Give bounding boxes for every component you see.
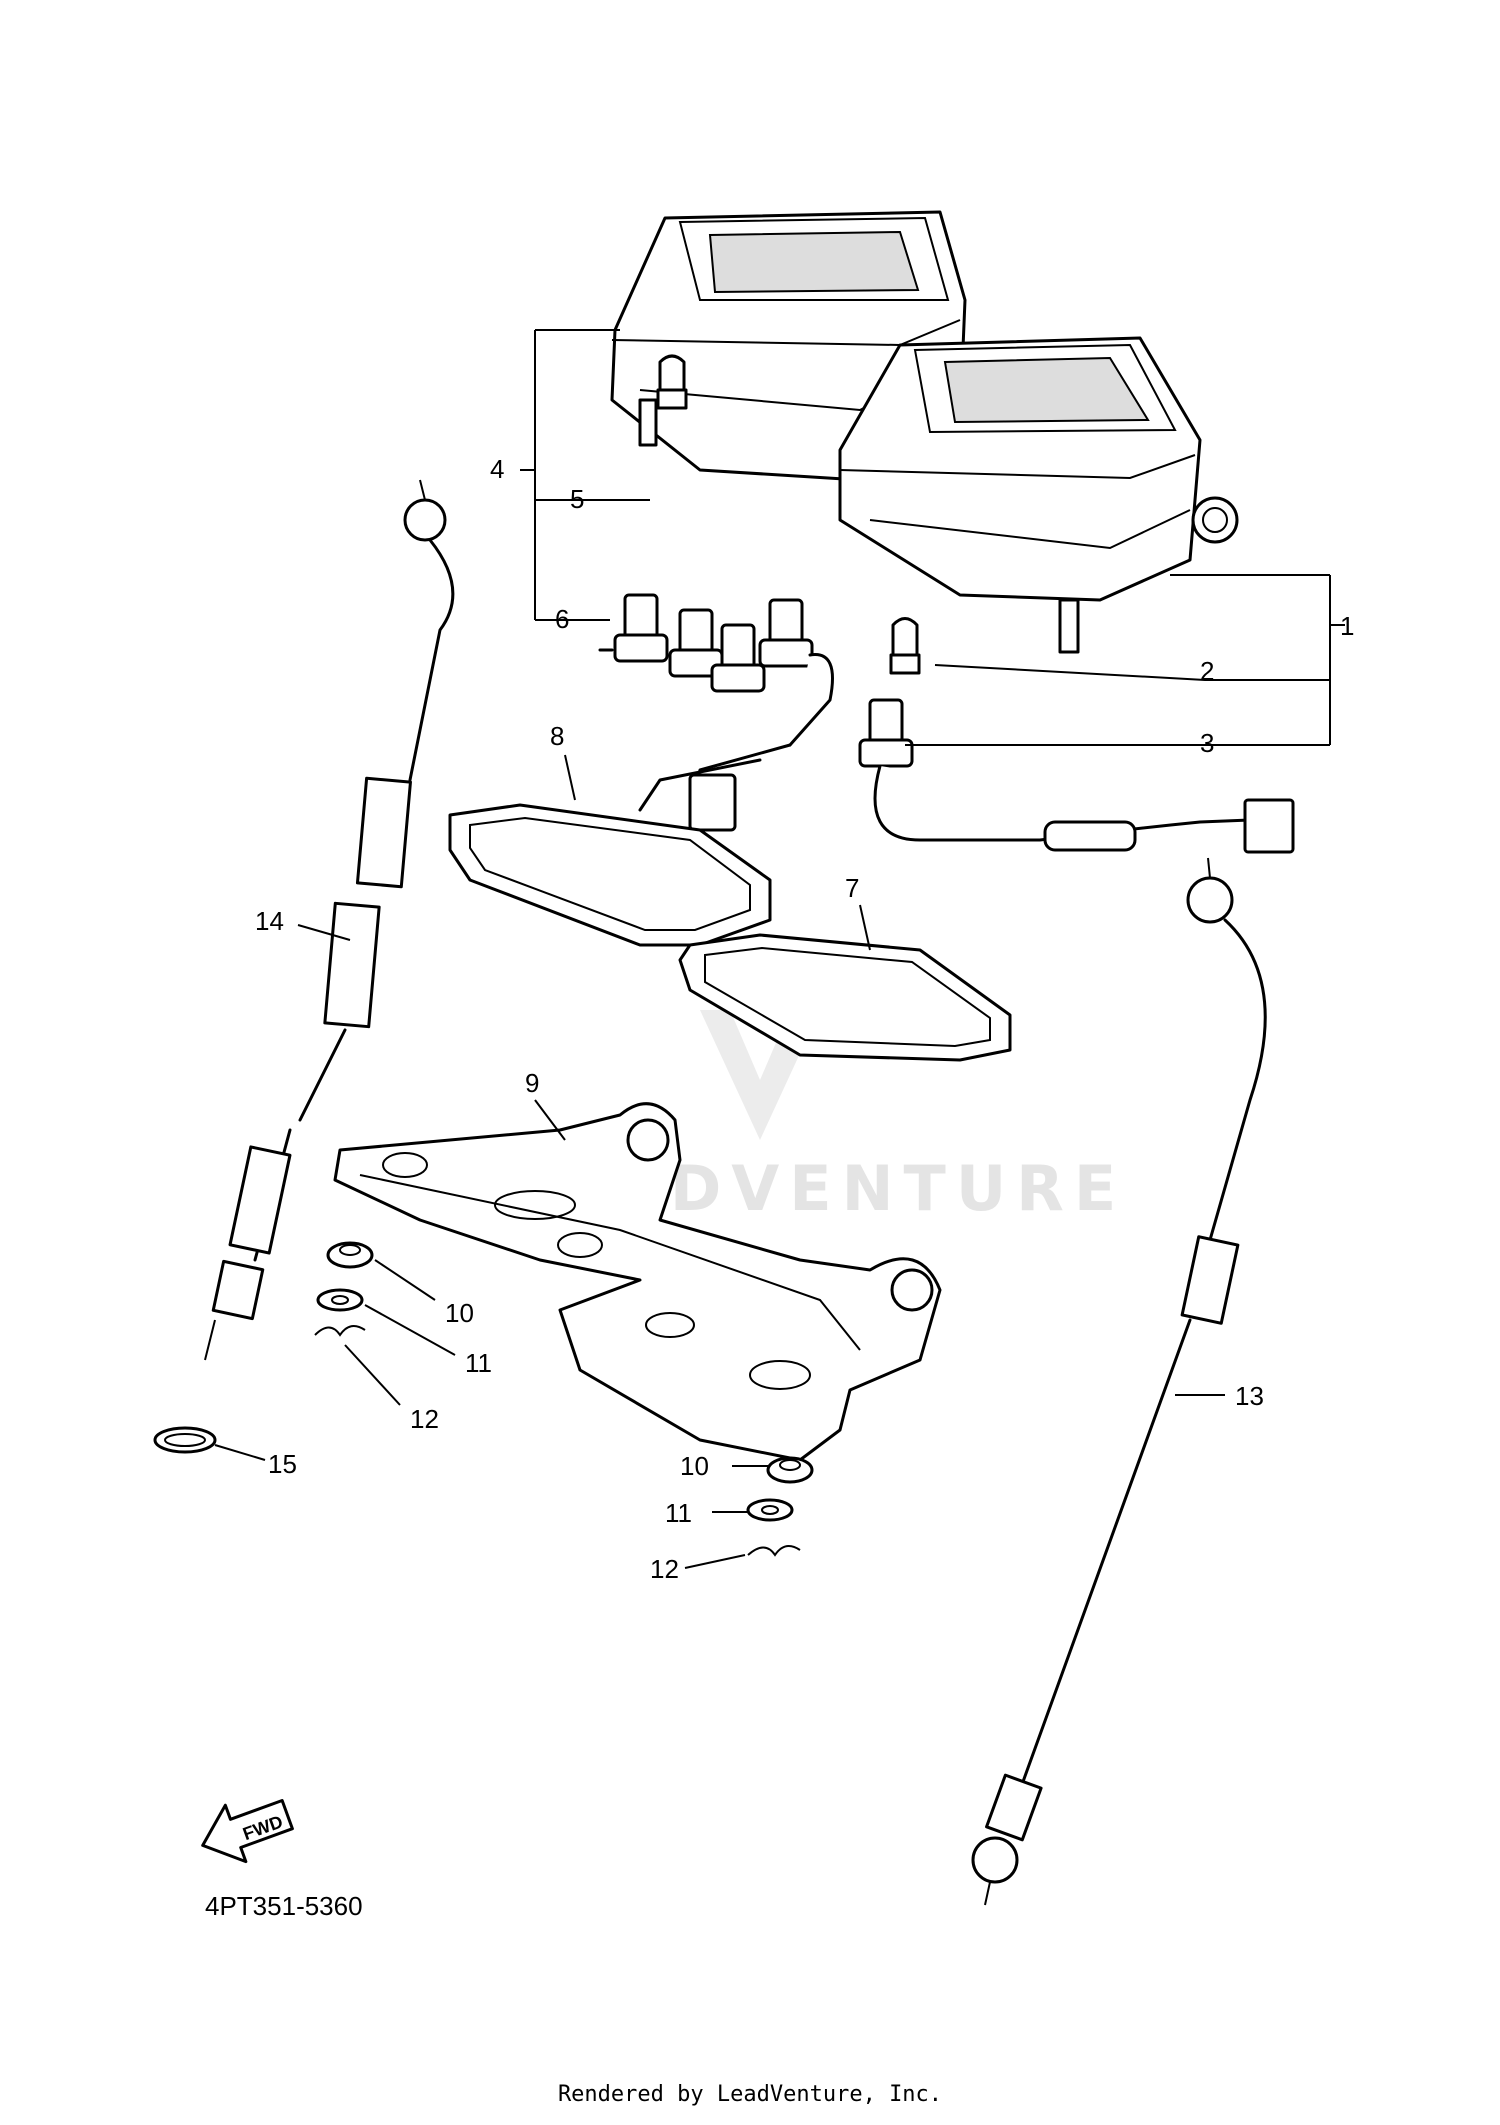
callout-2: 2 (1200, 656, 1214, 686)
clip-12-lower[interactable] (747, 1545, 801, 1557)
callout-10-lower: 10 (680, 1451, 709, 1481)
leader-lines (214, 329, 1345, 1569)
callout-9: 9 (525, 1068, 539, 1098)
callout-14: 14 (255, 906, 284, 936)
callout-13: 13 (1235, 1381, 1264, 1411)
callout-12-upper: 12 (410, 1404, 439, 1434)
gasket-7[interactable] (678, 933, 1012, 1062)
footer-credit: Rendered by LeadVenture, Inc. (557, 2082, 943, 2107)
bracket-9[interactable] (333, 1102, 942, 1462)
callout-3: 3 (1200, 728, 1214, 758)
clip-12-upper[interactable] (314, 1325, 366, 1337)
grommet-10-lower[interactable] (766, 1456, 814, 1484)
callout-4: 4 (490, 454, 504, 484)
callout-labels: 1 2 3 4 5 6 7 8 9 10 11 12 10 11 12 13 1… (255, 454, 1354, 1584)
callout-8: 8 (550, 721, 564, 751)
bulb-5[interactable] (656, 354, 688, 410)
washer-11-upper[interactable] (316, 1288, 364, 1312)
meter-assembly-right[interactable] (838, 336, 1239, 654)
callout-1: 1 (1340, 611, 1354, 641)
callout-12-lower: 12 (650, 1554, 679, 1584)
callout-11-lower: 11 (665, 1498, 692, 1528)
fwd-arrow-icon: FWD (201, 1799, 294, 1864)
cable-13[interactable] (971, 857, 1267, 1906)
diagram-code: 4PT351-5360 (205, 1891, 363, 1921)
bulb-2[interactable] (889, 617, 921, 675)
socket-cord-6[interactable] (598, 593, 834, 832)
callout-11-upper: 11 (465, 1348, 492, 1378)
washer-11-lower[interactable] (746, 1498, 794, 1522)
cable-14[interactable] (204, 479, 455, 1361)
o-ring-15[interactable] (153, 1426, 217, 1454)
callout-6: 6 (555, 604, 569, 634)
grommet-10-upper[interactable] (326, 1241, 374, 1269)
callout-15: 15 (268, 1449, 297, 1479)
gasket-8[interactable] (448, 803, 772, 947)
socket-cord-3[interactable] (858, 698, 1295, 854)
callout-5: 5 (570, 484, 584, 514)
callout-7: 7 (845, 873, 859, 903)
callout-10-upper: 10 (445, 1298, 474, 1328)
